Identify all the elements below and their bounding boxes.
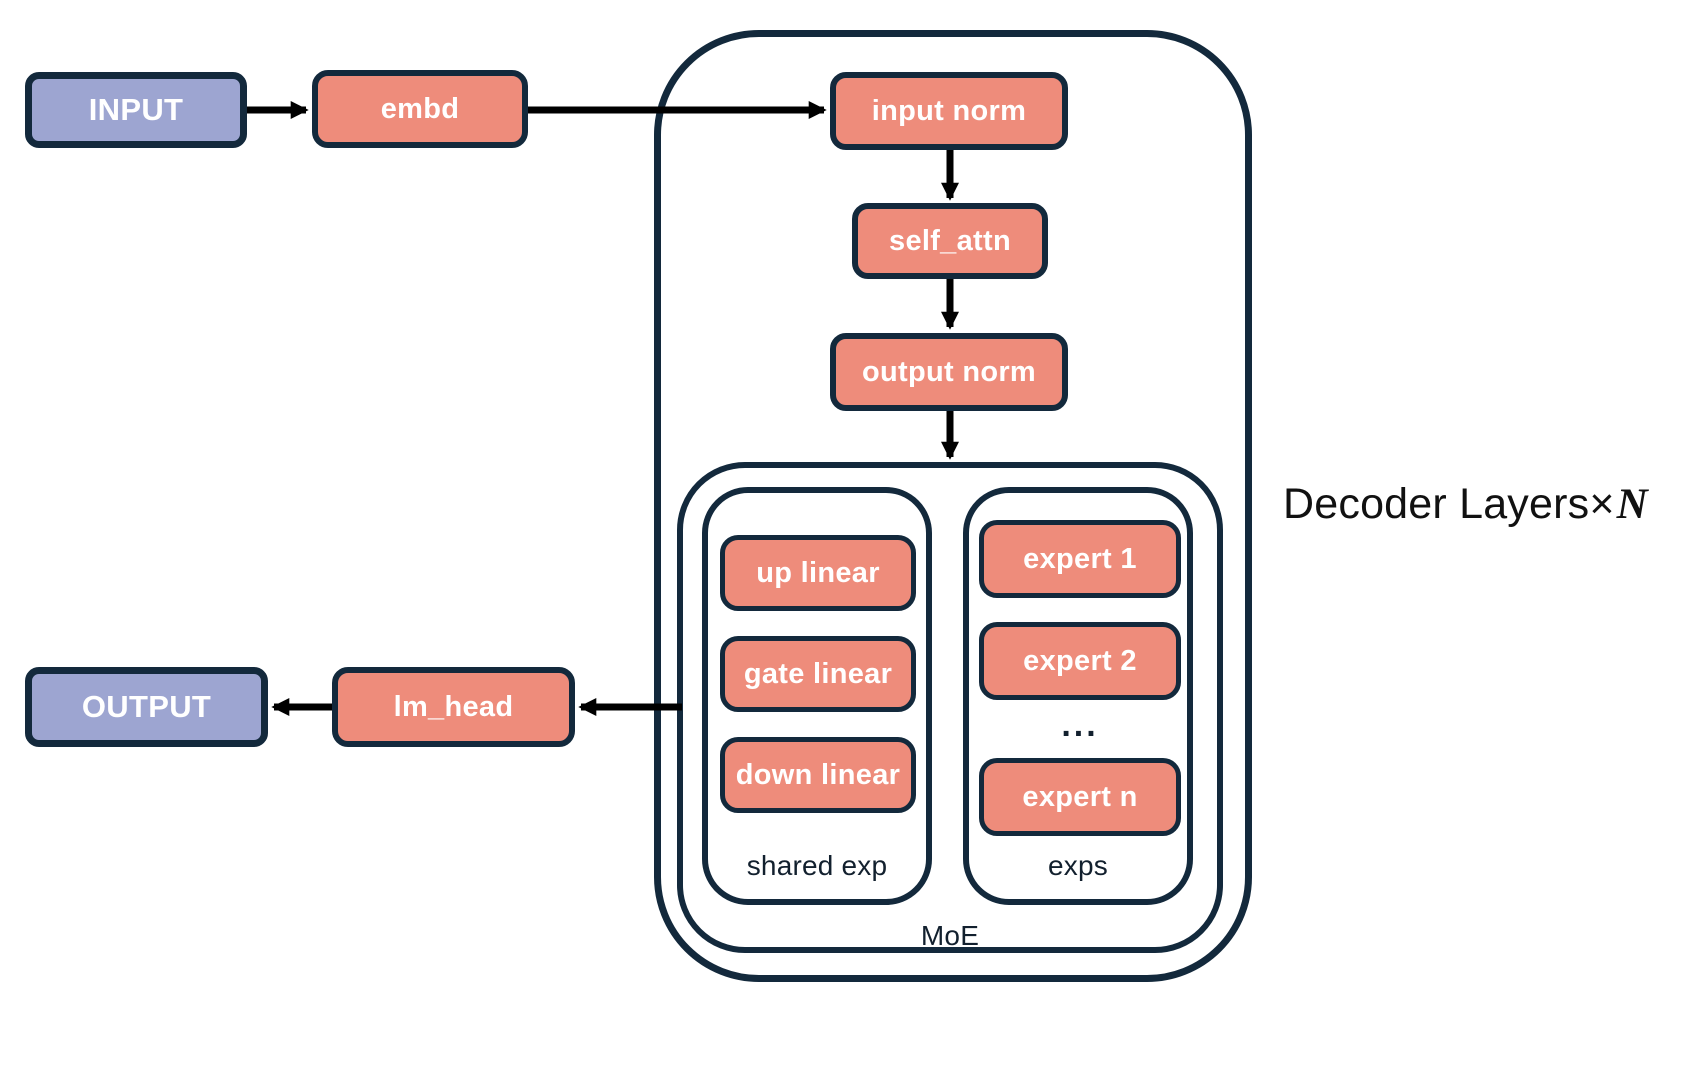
- node-expert-2: expert 2: [979, 622, 1181, 700]
- node-output-norm-label: output norm: [861, 355, 1037, 388]
- node-embd-label: embd: [380, 92, 460, 125]
- exps-label: exps: [1048, 850, 1108, 881]
- node-input-label: INPUT: [88, 92, 184, 127]
- node-down-linear-label: down linear: [735, 758, 901, 791]
- experts-ellipsis: ...: [979, 700, 1181, 750]
- node-up-linear: up linear: [720, 535, 916, 611]
- node-expert-1: expert 1: [979, 520, 1181, 598]
- experts-ellipsis-label: ...: [1061, 705, 1099, 744]
- node-embd: embd: [312, 70, 528, 148]
- node-expert-n: expert n: [979, 758, 1181, 836]
- node-output-norm: output norm: [830, 333, 1068, 411]
- node-expert-1-label: expert 1: [1023, 542, 1137, 575]
- node-gate-linear-label: gate linear: [743, 657, 893, 690]
- node-up-linear-label: up linear: [756, 556, 880, 589]
- node-expert-2-label: expert 2: [1023, 644, 1137, 677]
- node-down-linear: down linear: [720, 737, 916, 813]
- node-lm-head-label: lm_head: [393, 690, 514, 723]
- moe-label: MoE: [920, 920, 980, 951]
- node-self-attn-label: self_attn: [889, 224, 1011, 257]
- shared-exp-label: shared exp: [746, 850, 888, 881]
- node-expert-n-label: expert n: [1022, 780, 1138, 813]
- node-input-norm-label: input norm: [871, 94, 1027, 127]
- node-self-attn: self_attn: [852, 203, 1048, 279]
- node-lm-head: lm_head: [332, 667, 575, 747]
- node-output: OUTPUT: [25, 667, 268, 747]
- node-output-label: OUTPUT: [81, 689, 212, 724]
- node-input-norm: input norm: [830, 72, 1068, 150]
- node-gate-linear: gate linear: [720, 636, 916, 712]
- node-input: INPUT: [25, 72, 247, 148]
- decoder-layers-caption-text: Decoder Layers×: [1283, 479, 1615, 528]
- decoder-layers-n: N: [1616, 480, 1648, 528]
- decoder-layers-caption: Decoder Layers×N: [1283, 478, 1693, 530]
